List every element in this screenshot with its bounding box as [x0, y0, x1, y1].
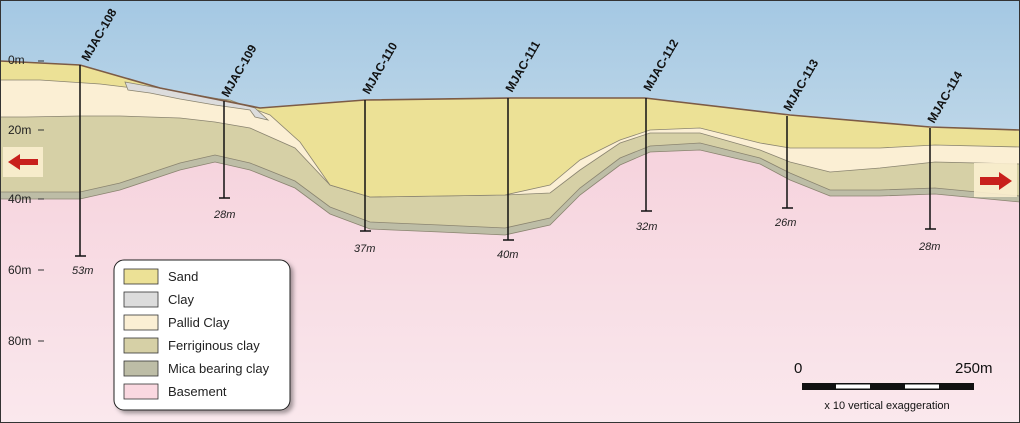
- legend-label: Pallid Clay: [168, 315, 230, 330]
- scale-bar: 0 250m x 10 vertical exaggeration: [794, 360, 993, 412]
- legend-item-ferriginous-clay: Ferriginous clay: [123, 337, 260, 354]
- scale-end-label: 250m: [955, 360, 993, 377]
- legend-label: Mica bearing clay: [168, 361, 270, 376]
- legend-label: Sand: [168, 269, 198, 284]
- depth-tick-label: 80m: [8, 334, 31, 348]
- depth-tick-label: 40m: [8, 192, 31, 206]
- drillhole-depth-label: 32m: [636, 221, 657, 233]
- drillhole-depth-label: 26m: [774, 217, 796, 229]
- depth-axis: 0m 20m 40m 60m 80m: [8, 53, 44, 348]
- scale-start-label: 0: [794, 360, 802, 377]
- depth-tick-label: 0m: [8, 53, 25, 67]
- legend: Sand Clay Pallid Clay Ferriginous clay M…: [113, 259, 291, 411]
- legend-item-clay: Clay: [123, 291, 195, 308]
- drillhole-depth-label: 28m: [918, 241, 940, 253]
- depth-tick-label: 20m: [8, 123, 31, 137]
- legend-item-pallid-clay: Pallid Clay: [123, 314, 230, 331]
- drillhole-depth-label: 28m: [213, 209, 235, 221]
- scale-note: x 10 vertical exaggeration: [824, 400, 949, 412]
- drillhole-depth-label: 37m: [354, 243, 375, 255]
- arrow-left-icon: [3, 147, 43, 177]
- ground-surface: [0, 60, 1020, 131]
- legend-label: Basement: [168, 384, 227, 399]
- drillhole-depth-label: 53m: [72, 265, 93, 277]
- legend-item-sand: Sand: [123, 268, 198, 285]
- legend-label: Ferriginous clay: [168, 338, 260, 353]
- depth-tick-label: 60m: [8, 263, 31, 277]
- legend-label: Clay: [168, 292, 195, 307]
- legend-item-mica-bearing-clay: Mica bearing clay: [123, 360, 270, 377]
- arrow-right-icon: [974, 163, 1017, 197]
- clay-lens: [124, 81, 270, 121]
- drillhole-depth-label: 40m: [497, 249, 518, 261]
- legend-item-basement: Basement: [123, 383, 227, 400]
